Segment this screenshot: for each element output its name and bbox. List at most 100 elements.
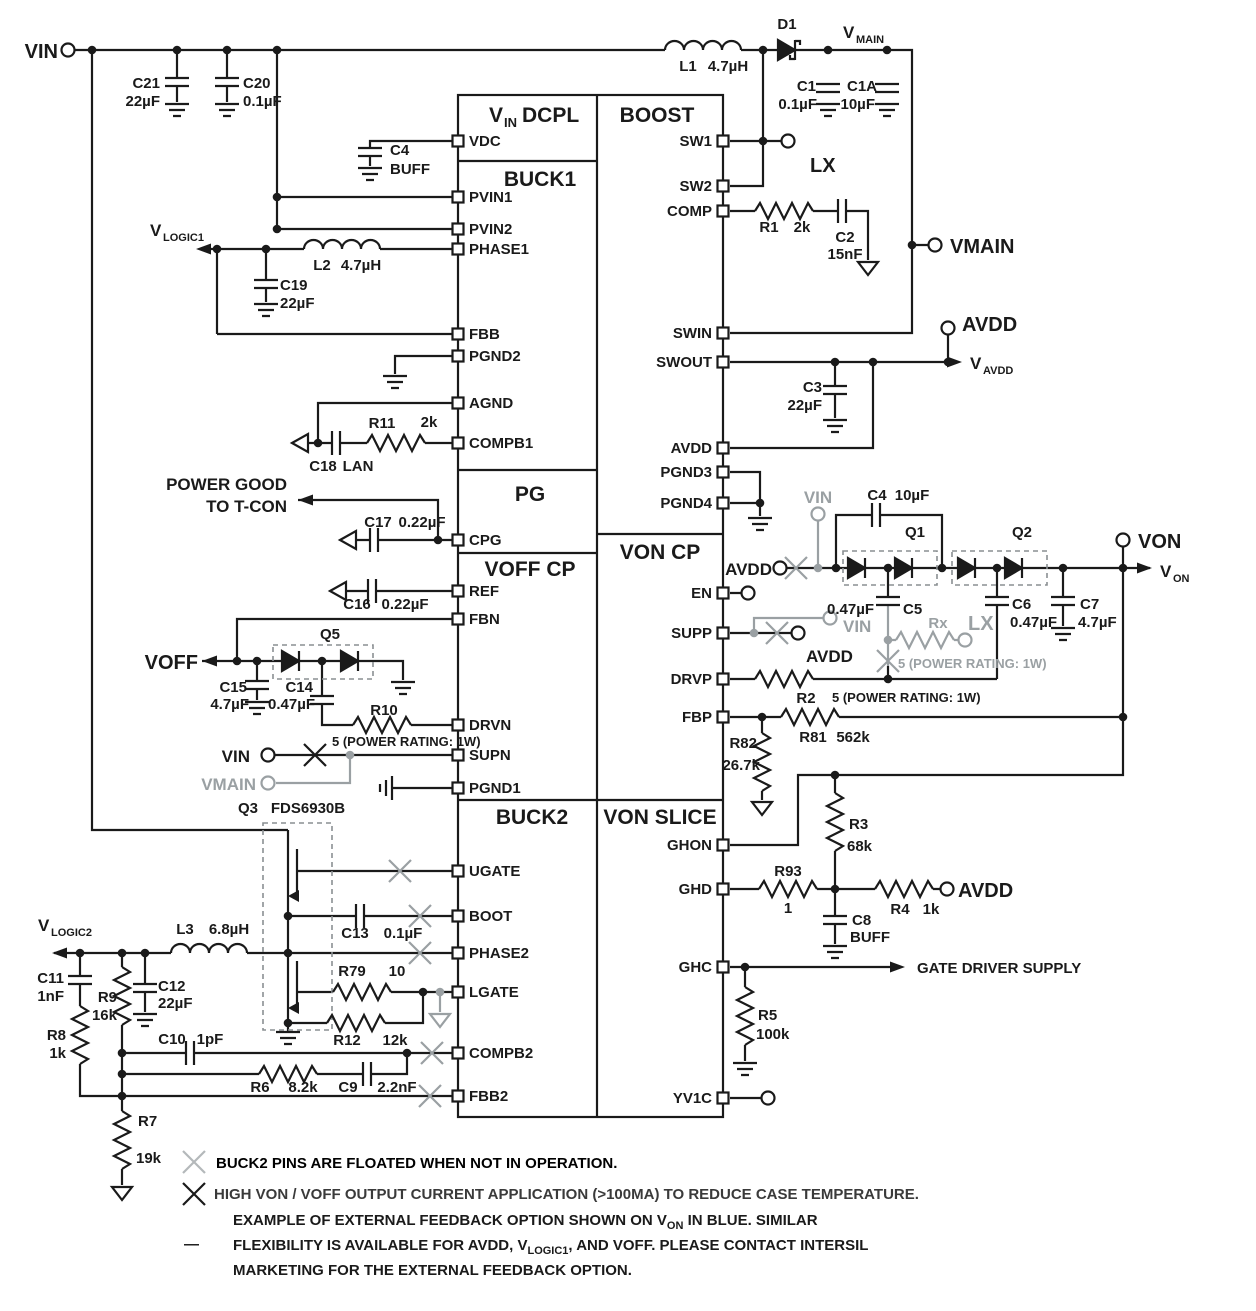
label-vin-q1: VIN xyxy=(804,488,832,507)
ground-icons xyxy=(110,102,1077,1202)
label-l3-ref: L3 xyxy=(176,921,194,938)
label-rx-ref: Rx xyxy=(928,615,948,632)
label-vlogic2: V xyxy=(38,916,50,935)
section-von-cp: VON CP xyxy=(620,541,701,564)
pin-en: EN xyxy=(691,585,712,602)
label-c14-ref: C14 xyxy=(285,679,313,696)
label-c20-ref: C20 xyxy=(243,75,271,92)
label-r81-val: 562k xyxy=(836,729,870,746)
label-c18-val: LAN xyxy=(343,458,374,475)
note-buck2-floated: BUCK2 PINS ARE FLOATED WHEN NOT IN OPERA… xyxy=(216,1155,617,1172)
label-c6-val: 0.47µF xyxy=(1010,614,1057,631)
label-r7-val: 19k xyxy=(136,1150,162,1167)
pin-drvn: DRVN xyxy=(469,717,511,734)
label-c11-val: 1nF xyxy=(37,988,64,1005)
label-c5-ref: C5 xyxy=(903,601,922,618)
label-r81-ref: R81 xyxy=(799,729,827,746)
ic-block xyxy=(456,93,725,1119)
label-c18-ref: C18 xyxy=(309,458,337,475)
label-vlogic1-sub: LOGIC1 xyxy=(163,232,204,244)
label-c5-val: 0.47µF xyxy=(827,601,874,618)
junction-dots xyxy=(75,45,1128,1101)
label-c8-ref: C8 xyxy=(852,912,871,929)
pin-drvp: DRVP xyxy=(671,671,712,688)
label-r3-val: 68k xyxy=(847,838,873,855)
section-buck2: BUCK2 xyxy=(496,806,568,829)
label-r6-val: 8.2k xyxy=(288,1079,318,1096)
note-external-feedback-line3: MARKETING FOR THE EXTERNAL FEEDBACK OPTI… xyxy=(233,1262,632,1279)
label-c4b-ref: C4 xyxy=(390,142,410,159)
label-c11-ref: C11 xyxy=(37,970,64,987)
note-3c-sub: LOGIC1 xyxy=(527,1245,569,1257)
label-l1-val: 4.7µH xyxy=(708,58,748,75)
section-vin-dcpl-rest: DCPL xyxy=(522,104,579,127)
label-l3-val: 6.8µH xyxy=(209,921,249,938)
pin-pgnd2: PGND2 xyxy=(469,348,521,365)
label-c7-ref: C7 xyxy=(1080,596,1099,613)
label-c4b-val: BUFF xyxy=(390,161,430,178)
label-r3-ref: R3 xyxy=(849,816,868,833)
label-r5-val: 100k xyxy=(756,1026,790,1043)
label-r9-ref: R9 xyxy=(98,989,117,1006)
pin-sw1: SW1 xyxy=(679,133,712,150)
label-c7-val: 4.7µF xyxy=(1078,614,1117,631)
pin-cpg: CPG xyxy=(469,532,502,549)
label-c1a-val: 10µF xyxy=(841,96,876,113)
section-pg: PG xyxy=(515,483,545,506)
label-c15-val: 4.7µF xyxy=(210,696,249,713)
label-c6-ref: C6 xyxy=(1012,596,1031,613)
label-c9-val: 2.2nF xyxy=(377,1079,416,1096)
label-r6-ref: R6 xyxy=(250,1079,269,1096)
label-c17-ref: C17 xyxy=(364,514,392,531)
label-von-arrow: V xyxy=(1160,562,1172,581)
pin-pvin1: PVIN1 xyxy=(469,189,512,206)
label-r93-val: 1 xyxy=(784,900,792,917)
label-r4-val: 1k xyxy=(923,901,940,918)
label-r7-ref: R7 xyxy=(138,1113,157,1130)
pin-lgate: LGATE xyxy=(469,984,519,1001)
pin-vdc: VDC xyxy=(469,133,501,150)
label-vmain-top: V xyxy=(843,23,855,42)
pin-fbn: FBN xyxy=(469,611,500,628)
label-c13-val: 0.1µF xyxy=(384,925,423,942)
label-l1-ref: L1 xyxy=(679,58,697,75)
pin-boot: BOOT xyxy=(469,908,512,925)
label-c12-val: 22µF xyxy=(158,995,193,1012)
pin-pgnd4: PGND4 xyxy=(660,495,712,512)
label-c17-val: 0.22µF xyxy=(399,514,446,531)
label-voff: VOFF xyxy=(145,652,198,674)
label-q3-val: FDS6930B xyxy=(271,800,345,817)
note-1-text: BUCK2 PINS ARE FLOATED WHEN NOT IN OPERA… xyxy=(216,1155,618,1172)
label-d1-ref: D1 xyxy=(777,16,796,33)
pin-compb2: COMPB2 xyxy=(469,1045,533,1062)
label-c4v-val: 10µF xyxy=(895,487,930,504)
label-avdd-supp: AVDD xyxy=(806,647,853,666)
section-vin-dcpl: V xyxy=(489,104,503,127)
pin-ref: REF xyxy=(469,583,499,600)
net-labels: VIN V MAIN LX VMAIN AVDD V AVDD V LOGIC1… xyxy=(25,23,1190,977)
section-vin-dcpl-sub: IN xyxy=(504,115,517,130)
label-gate-driver-supply: GATE DRIVER SUPPLY xyxy=(917,960,1081,977)
label-c1-ref: C1 xyxy=(797,78,816,95)
pin-ghon: GHON xyxy=(667,837,712,854)
label-von: VON xyxy=(1138,531,1181,553)
label-lx-rx: LX xyxy=(968,613,994,635)
pin-fbp: FBP xyxy=(682,709,712,726)
section-buck1: BUCK1 xyxy=(504,168,577,191)
label-r82-ref: R82 xyxy=(729,735,757,752)
diode-icons xyxy=(280,38,1024,673)
label-c19-val: 22µF xyxy=(280,295,315,312)
pin-pgnd1: PGND1 xyxy=(469,780,521,797)
note-3a: EXAMPLE OF EXTERNAL FEEDBACK OPTION SHOW… xyxy=(233,1212,667,1229)
label-c2-ref: C2 xyxy=(835,229,854,246)
label-c13-ref: C13 xyxy=(341,925,369,942)
label-r12-ref: R12 xyxy=(333,1032,361,1049)
pin-fbb: FBB xyxy=(469,326,500,343)
label-avdd-swout: AVDD xyxy=(962,314,1017,336)
label-power-rating-rx: 5 (POWER RATING: 1W) xyxy=(898,656,1047,671)
pin-swout: SWOUT xyxy=(656,354,712,371)
label-q1-ref: Q1 xyxy=(905,524,925,541)
section-von-slice: VON SLICE xyxy=(603,806,716,829)
label-r4-ref: R4 xyxy=(890,901,910,918)
